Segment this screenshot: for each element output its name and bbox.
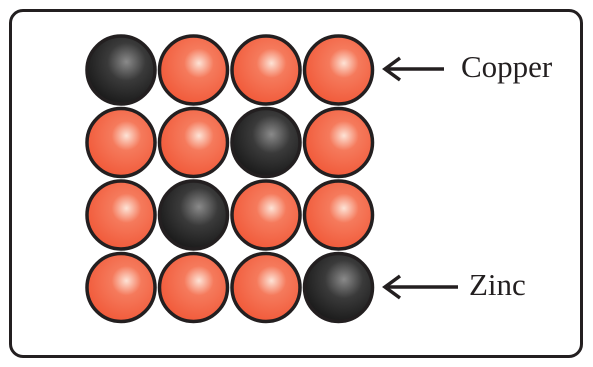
copper-atom — [157, 251, 230, 324]
atom-grid — [85, 34, 375, 324]
copper-atom — [85, 251, 157, 324]
zinc-pointer-arrow — [382, 274, 458, 300]
zinc-atom — [230, 106, 302, 179]
copper-atom — [230, 179, 302, 251]
pointer-arrows — [382, 56, 458, 300]
copper-atom — [157, 34, 230, 106]
zinc-atom — [302, 251, 375, 324]
copper-atom — [157, 106, 230, 179]
copper-pointer-arrow — [382, 56, 444, 82]
copper-atom — [302, 106, 375, 179]
copper-atom — [85, 179, 157, 251]
copper-label: Copper — [461, 49, 553, 84]
zinc-atom — [85, 34, 157, 106]
copper-atom — [230, 34, 302, 106]
copper-atom — [85, 106, 157, 179]
copper-atom — [230, 251, 302, 324]
copper-atom — [302, 34, 375, 106]
zinc-label: Zinc — [469, 267, 526, 302]
zinc-atom — [157, 179, 230, 251]
copper-atom — [302, 179, 375, 251]
